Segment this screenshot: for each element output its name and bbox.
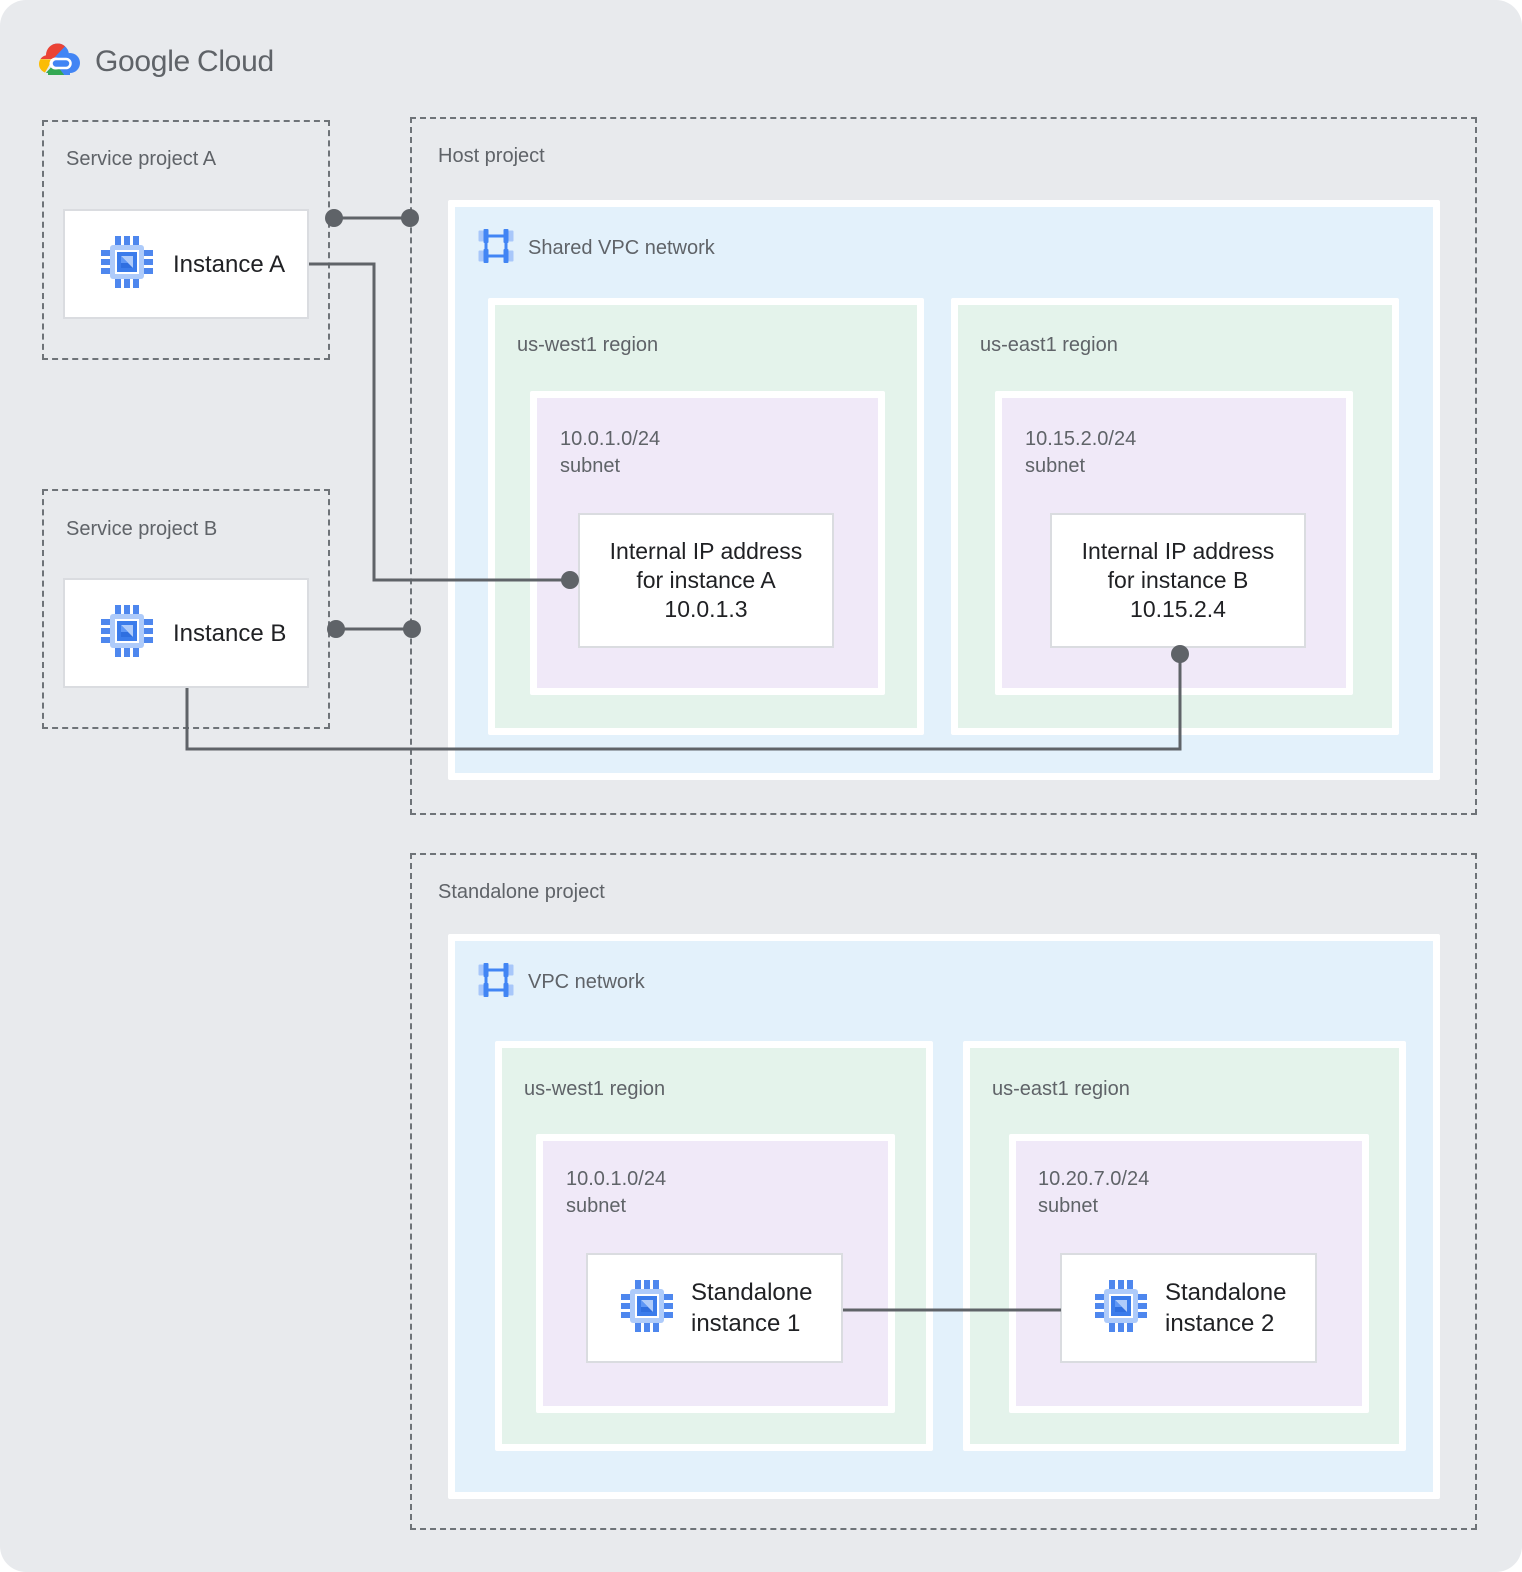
compute-instance-icon — [619, 1277, 675, 1337]
host-east-subnet-label: 10.15.2.0/24 subnet — [1025, 426, 1136, 480]
host-us-east1-region-label: us-east1 region — [980, 334, 1118, 356]
host-project-title: Host project — [438, 145, 545, 167]
ip-b-line2: for instance B — [1107, 567, 1249, 593]
compute-instance-icon — [1093, 1277, 1149, 1337]
service-project-b-title: Service project B — [66, 518, 218, 540]
ip-a-line2: for instance A — [636, 567, 776, 593]
service-project-a-box — [42, 120, 330, 360]
shared-vpc-network-label: Shared VPC network — [528, 237, 715, 259]
compute-instance-icon — [99, 233, 155, 293]
logo-product-text: Cloud — [196, 44, 274, 78]
instance-label-line1: Standalone — [1165, 1279, 1287, 1306]
instance-b-card: Instance B — [63, 578, 309, 688]
ip-b-address: 10.15.2.4 — [1130, 596, 1226, 622]
vpc-network-icon — [477, 961, 515, 1003]
internal-ip-instance-a-card: Internal IP address for instance A 10.0.… — [578, 513, 834, 648]
subnet-word: subnet — [560, 455, 621, 477]
subnet-word: subnet — [566, 1195, 627, 1217]
vpc-network-label: VPC network — [528, 971, 645, 993]
standalone-project-box — [410, 853, 1477, 1530]
subnet-cidr: 10.15.2.0/24 — [1025, 428, 1137, 450]
instance-b-label: Instance B — [173, 619, 287, 647]
standalone-us-east1-region-label: us-east1 region — [992, 1078, 1130, 1100]
instance-label-line2: instance 2 — [1165, 1310, 1275, 1337]
vpc-network-header: VPC network — [477, 961, 645, 1003]
ip-a-line1: Internal IP address — [609, 538, 803, 564]
standalone-east-subnet-label: 10.20.7.0/24 subnet — [1038, 1166, 1149, 1220]
instance-label-line1: Standalone — [691, 1279, 813, 1306]
instance-a-label: Instance A — [173, 250, 286, 278]
subnet-cidr: 10.20.7.0/24 — [1038, 1168, 1150, 1190]
ip-a-address: 10.0.1.3 — [664, 596, 748, 622]
shared-vpc-network-header: Shared VPC network — [477, 227, 715, 269]
standalone-west-subnet-label: 10.0.1.0/24 subnet — [566, 1166, 666, 1220]
internal-ip-instance-a-text: Internal IP address for instance A 10.0.… — [580, 537, 832, 624]
service-project-a-title: Service project A — [66, 148, 217, 170]
subnet-word: subnet — [1038, 1195, 1099, 1217]
host-us-west1-region-label: us-west1 region — [517, 334, 659, 356]
internal-ip-instance-b-text: Internal IP address for instance B 10.15… — [1052, 537, 1304, 624]
standalone-instance-1-label: Standalone instance 1 — [691, 1277, 812, 1339]
subnet-cidr: 10.0.1.0/24 — [560, 428, 661, 450]
standalone-instance-2-card: Standalone instance 2 — [1060, 1253, 1317, 1363]
standalone-instance-2-label: Standalone instance 2 — [1165, 1277, 1286, 1339]
subnet-cidr: 10.0.1.0/24 — [566, 1168, 667, 1190]
instance-a-card: Instance A — [63, 209, 309, 319]
google-cloud-logo-icon — [36, 42, 82, 81]
instance-label-line2: instance 1 — [691, 1310, 801, 1337]
vpc-network-icon — [477, 227, 515, 269]
standalone-instance-1-card: Standalone instance 1 — [586, 1253, 843, 1363]
subnet-word: subnet — [1025, 455, 1086, 477]
logo-brand-text: Google — [95, 44, 190, 78]
compute-instance-icon — [99, 602, 155, 662]
ip-b-line1: Internal IP address — [1081, 538, 1275, 564]
internal-ip-instance-b-card: Internal IP address for instance B 10.15… — [1050, 513, 1306, 648]
host-west-subnet-label: 10.0.1.0/24 subnet — [560, 426, 660, 480]
standalone-us-west1-region-label: us-west1 region — [524, 1078, 666, 1100]
standalone-project-title: Standalone project — [438, 881, 605, 903]
